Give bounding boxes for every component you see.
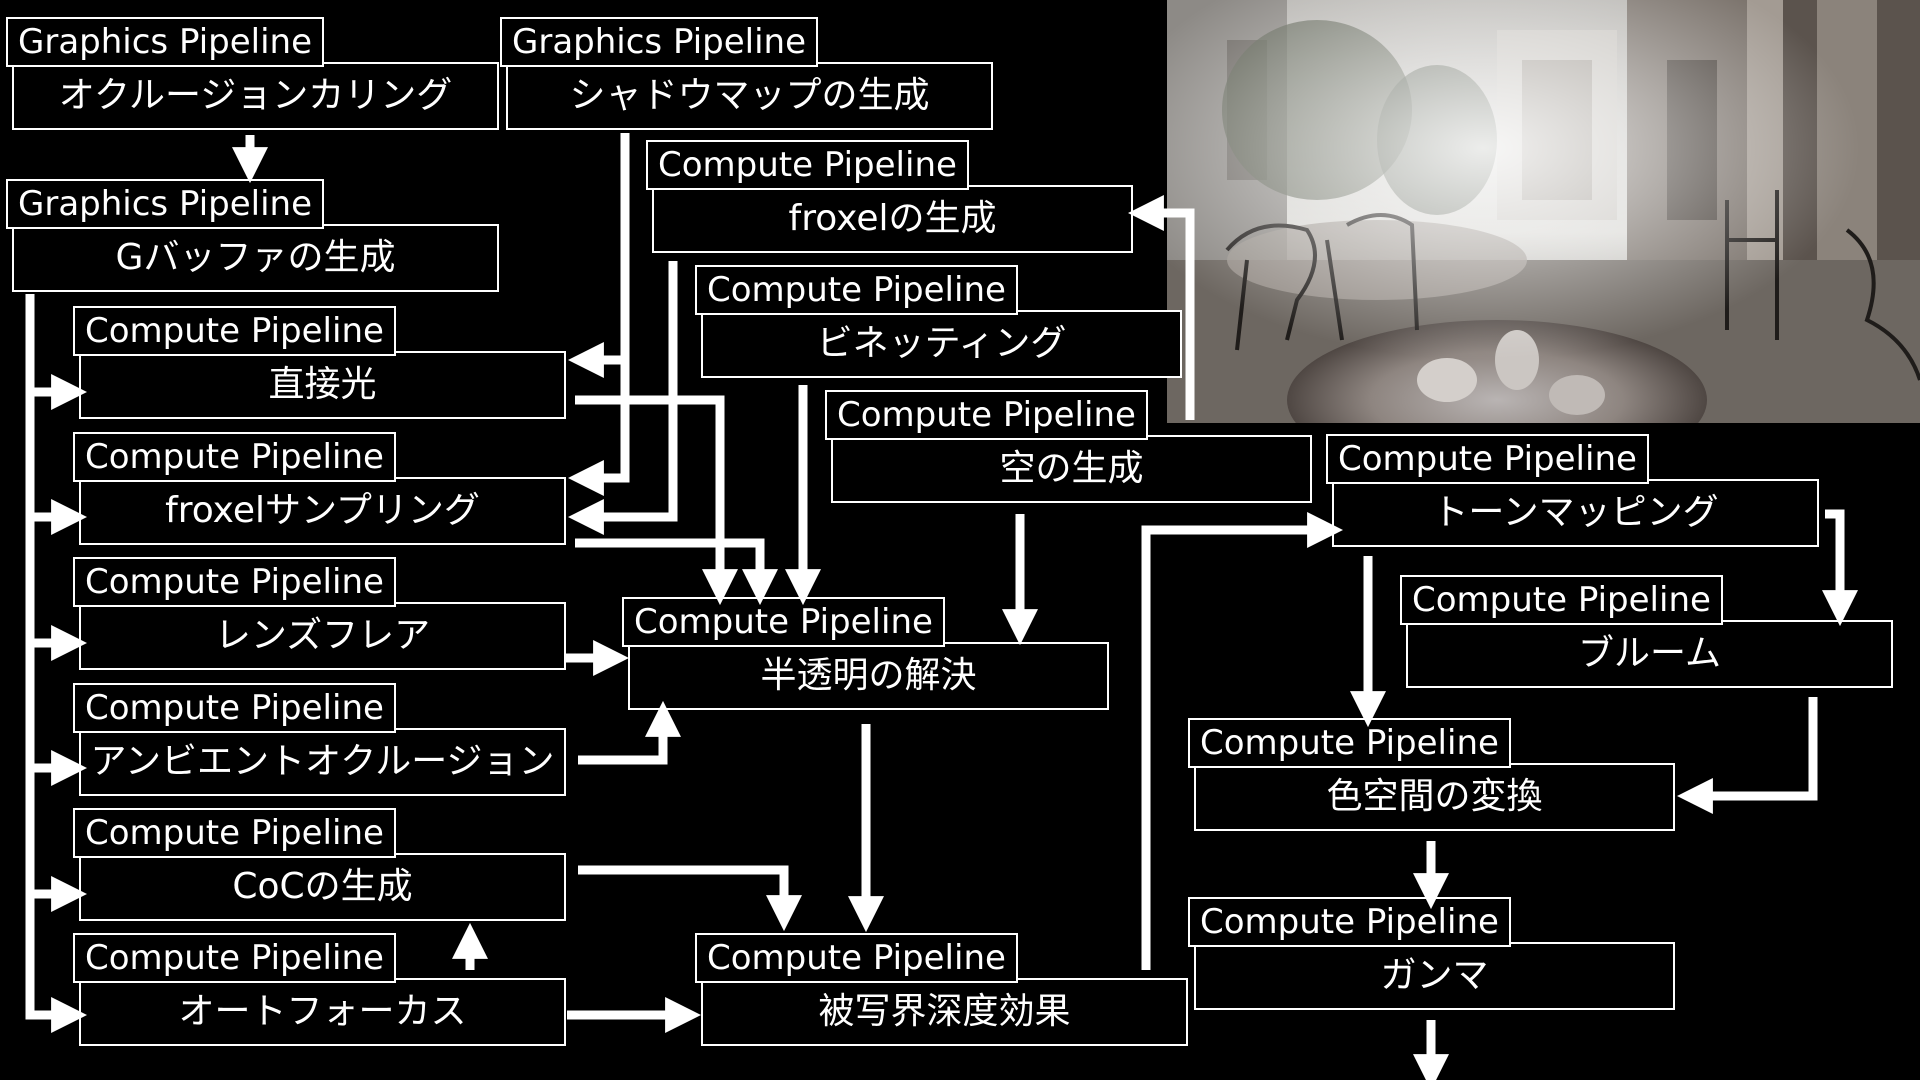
node-label: 被写界深度効果 [701,978,1188,1046]
pipeline-tag: Compute Pipeline [695,265,1018,315]
pipeline-tag: Graphics Pipeline [6,179,325,229]
pipeline-tag: Compute Pipeline [825,390,1148,440]
pipeline-tag: Graphics Pipeline [500,17,819,67]
pipeline-tag: Graphics Pipeline [6,17,325,67]
pipeline-tag: Compute Pipeline [73,432,396,482]
node-label: トーンマッピング [1332,479,1819,547]
pipeline-tag: Compute Pipeline [1400,575,1723,625]
node-label: 空の生成 [831,435,1312,503]
node-label: 直接光 [79,351,566,419]
pipeline-tag: Compute Pipeline [622,597,945,647]
pipeline-tag: Compute Pipeline [1326,434,1649,484]
node-label: オクルージョンカリング [12,62,499,130]
pipeline-tag: Compute Pipeline [73,808,396,858]
node-label: シャドウマップの生成 [506,62,993,130]
rendered-scene-image [1167,0,1920,423]
pipeline-tag: Compute Pipeline [695,933,1018,983]
node-label: froxelの生成 [652,185,1133,253]
node-label: オートフォーカス [79,978,566,1046]
pipeline-tag: Compute Pipeline [73,683,396,733]
node-label: froxelサンプリング [79,477,566,545]
node-label: CoCの生成 [79,853,566,921]
pipeline-tag: Compute Pipeline [73,306,396,356]
pipeline-tag: Compute Pipeline [73,557,396,607]
node-label: レンズフレア [79,602,566,670]
node-label: 色空間の変換 [1194,763,1675,831]
pipeline-tag: Compute Pipeline [646,140,969,190]
pipeline-tag: Compute Pipeline [1188,897,1511,947]
pipeline-tag: Compute Pipeline [73,933,396,983]
node-label: 半透明の解決 [628,642,1109,710]
node-label: ビネッティング [701,310,1182,378]
pipeline-tag: Compute Pipeline [1188,718,1511,768]
node-label: ガンマ [1194,942,1675,1010]
